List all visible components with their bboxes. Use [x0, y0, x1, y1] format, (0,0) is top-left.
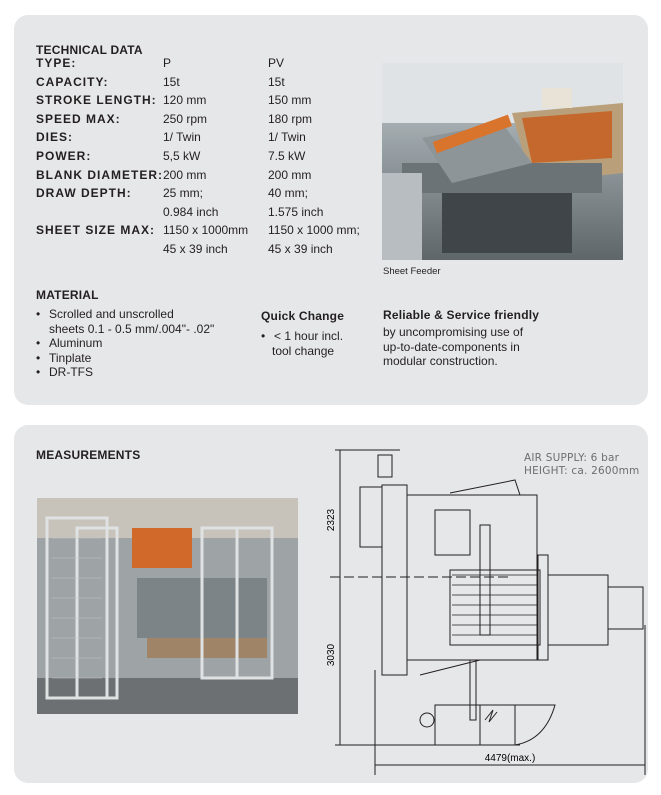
spec-value-p: 25 mm;0.984 inch: [163, 186, 219, 219]
spec-value-pv: 40 mm;1.575 inch: [268, 186, 324, 219]
material-item: Scrolled and unscrolled: [36, 307, 214, 322]
spec-row: STROKE LENGTH: 120 mm 150 mm: [36, 91, 378, 110]
spec-value-p: 1/ Twin: [163, 130, 201, 145]
reliable-heading: Reliable & Service friendly: [383, 308, 540, 322]
material-item: DR-TFS: [36, 365, 214, 380]
spec-value-pv: 200 mm: [268, 167, 312, 182]
technical-data-heading: TECHNICAL DATA: [36, 43, 143, 57]
material-list: Scrolled and unscrolled sheets 0.1 - 0.5…: [36, 307, 214, 380]
spec-value-p: 250 rpm: [163, 111, 208, 126]
spec-value-pv: 180 rpm: [268, 111, 313, 126]
reliable-line: up-to-date-components in: [383, 339, 520, 354]
air-supply-info: AIR SUPPLY: 6 bar HEIGHT: ca. 2600mm: [524, 452, 639, 478]
quick-change-item: < 1 hour incl.: [261, 329, 343, 344]
spec-label: BLANK DIAMETER:: [36, 167, 163, 182]
spec-label: DIES:: [36, 130, 74, 145]
quick-change-heading: Quick Change: [261, 309, 345, 323]
dim-width-label: 4479(max.): [485, 753, 536, 764]
spec-value-pv: 1/ Twin: [268, 130, 306, 145]
machine-photo: [37, 498, 298, 714]
spec-row: DRAW DEPTH: 25 mm;0.984 inch 40 mm;1.575 i…: [36, 184, 378, 221]
spec-value-pv: 7.5 kW: [268, 148, 306, 163]
spec-label: SPEED MAX:: [36, 111, 121, 126]
quick-change-list: < 1 hour incl. tool change: [261, 329, 343, 358]
sheet-feeder-photo: [382, 63, 623, 260]
spec-row: CAPACITY: 15t 15t: [36, 73, 378, 92]
height-text: HEIGHT: ca. 2600mm: [524, 465, 640, 477]
air-supply-text: AIR SUPPLY: 6 bar: [524, 452, 620, 464]
material-item: Aluminum: [36, 336, 214, 351]
spec-row: POWER: 5,5 kW 7.5 kW: [36, 147, 378, 166]
spec-value-p: 5,5 kW: [163, 148, 201, 163]
spec-value-p: P: [163, 56, 172, 70]
spec-value-pv: 1150 x 1000 mm;45 x 39 inch: [268, 223, 360, 256]
spec-row: SPEED MAX: 250 rpm 180 rpm: [36, 110, 378, 129]
measurements-heading: MEASUREMENTS: [36, 448, 141, 462]
spec-value-p: 200 mm: [163, 167, 207, 182]
spec-value-pv: 150 mm: [268, 93, 312, 108]
dim-bottom-label: 3030: [326, 643, 337, 666]
reliable-line: by uncompromising use of: [383, 325, 524, 339]
material-heading: MATERIAL: [36, 288, 99, 302]
quick-change-item-cont: tool change: [272, 343, 335, 358]
spec-label: DRAW DEPTH:: [36, 186, 132, 201]
reliable-line: modular construction.: [383, 354, 498, 368]
spec-label: CAPACITY:: [36, 74, 109, 89]
spec-value-pv: PV: [268, 56, 285, 70]
sheet-feeder-caption: Sheet Feeder: [383, 266, 441, 277]
spec-row: DIES: 1/ Twin 1/ Twin: [36, 128, 378, 147]
spec-label: SHEET SIZE MAX:: [36, 223, 156, 238]
reliable-text: by uncompromising use of up-to-date-comp…: [383, 325, 523, 369]
layout-drawing: 2323 3030 4479(max.): [326, 449, 646, 775]
material-item-cont: sheets 0.1 - 0.5 mm/.004"- .02": [49, 321, 215, 336]
dim-top-label: 2323: [326, 508, 337, 531]
spec-value-p: 120 mm: [163, 93, 207, 108]
spec-label: POWER:: [36, 148, 92, 163]
spec-value-p: 15t: [163, 74, 180, 89]
material-item: Tinplate: [36, 351, 214, 366]
spec-row: TYPE: P PV: [36, 54, 378, 73]
spec-label: TYPE:: [36, 56, 77, 70]
spec-label: STROKE LENGTH:: [36, 93, 157, 108]
spec-value-pv: 15t: [268, 74, 285, 89]
